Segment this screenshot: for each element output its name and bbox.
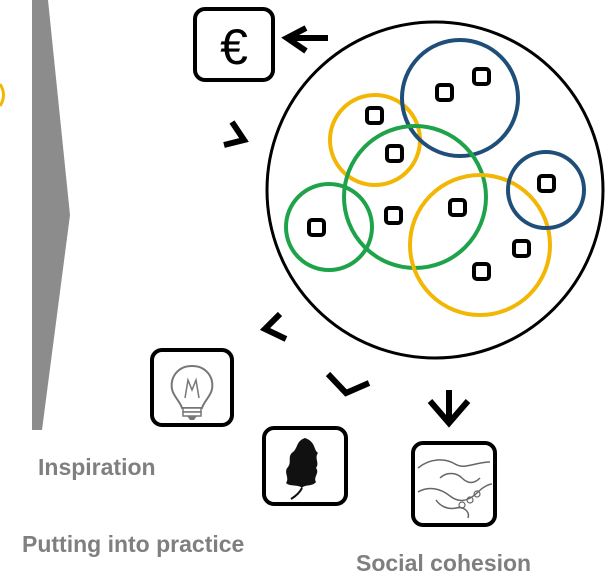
member-square — [472, 262, 491, 281]
member-square — [385, 144, 404, 163]
handshake-icon — [411, 441, 497, 527]
member-square — [448, 198, 467, 217]
member-square — [512, 239, 531, 258]
member-square — [307, 218, 326, 237]
arrow-community-to-cohesion — [427, 390, 471, 428]
member-square — [365, 106, 384, 125]
member-square — [435, 83, 454, 102]
inspiration-label: Inspiration — [38, 454, 156, 480]
member-square — [384, 206, 403, 225]
putting-into-practice-label: Putting into practice — [22, 531, 245, 557]
group-circle-yellow-large — [408, 173, 552, 317]
social-cohesion-label: Social cohesion — [356, 550, 532, 576]
euro-symbol: € — [220, 19, 248, 75]
light-bulb-icon — [150, 348, 234, 427]
group-circle-green-small — [284, 182, 374, 272]
member-square — [537, 174, 556, 193]
member-square — [472, 67, 491, 86]
process-chevron-arrow — [32, 0, 70, 430]
euro-icon: € — [193, 7, 275, 82]
arrow-money-to-community — [223, 120, 249, 148]
arrow-community-to-practice — [325, 371, 371, 397]
group-circle-blue-top — [400, 38, 520, 158]
arrow-community-to-inspiration — [259, 311, 288, 342]
oak-leaf-icon — [262, 426, 348, 506]
partial-yellow-circle-edge — [0, 83, 5, 107]
arrow-to-money-icon — [281, 25, 328, 54]
group-circle-blue-right — [506, 150, 586, 230]
